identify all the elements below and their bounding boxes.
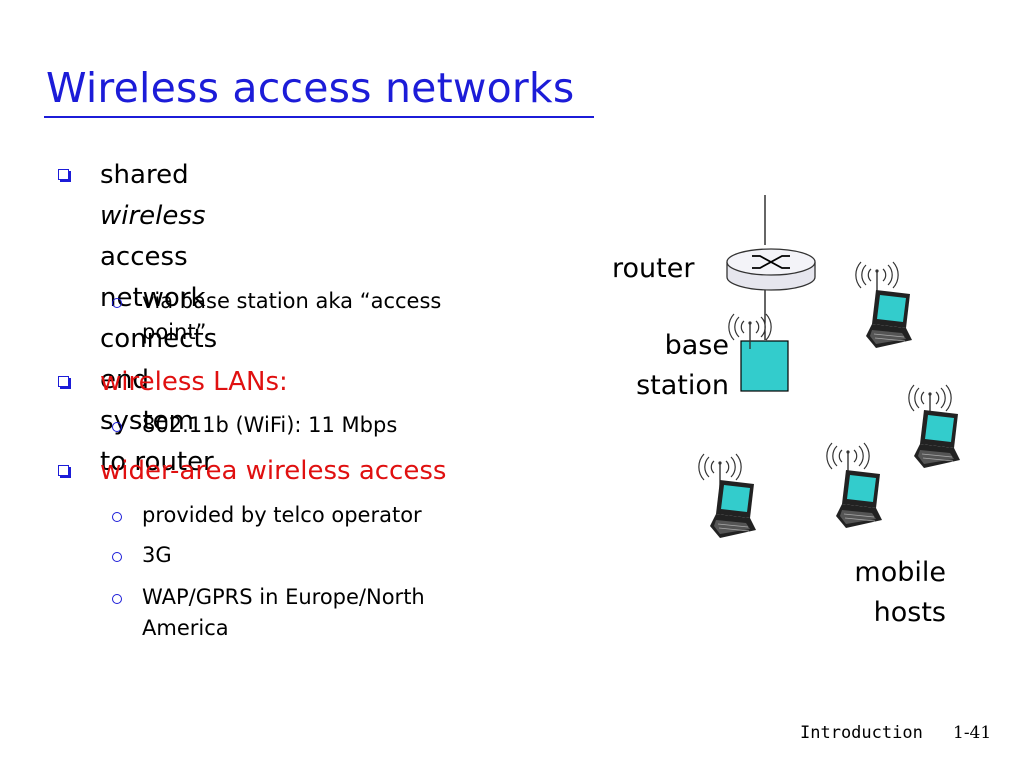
circle-bullet-icon <box>112 594 122 604</box>
footer-page-number: 1-41 <box>953 723 992 743</box>
square-bullet-icon <box>58 376 69 387</box>
wireless-signal-icon <box>698 453 742 490</box>
title-underline <box>44 116 594 118</box>
bullet-list: shared wireless access network connects … <box>58 160 447 640</box>
square-bullet-icon <box>58 169 69 180</box>
laptop-icon <box>913 409 961 469</box>
bullet-text: network connects end system <box>100 283 218 436</box>
circle-bullet-icon <box>112 422 122 432</box>
bullet-text: wider-area wireless access <box>100 456 447 486</box>
sub-bullet-text: 3G <box>142 543 172 567</box>
sub-bullet-text: America <box>142 616 229 640</box>
circle-bullet-icon <box>112 298 122 308</box>
square-bullet-icon <box>58 465 69 476</box>
wireless-signal-icon <box>908 384 952 421</box>
wireless-signal-icon <box>728 313 772 350</box>
bullet-text: to router <box>100 447 214 477</box>
circle-bullet-icon <box>112 512 122 522</box>
footer-section: Introduction <box>800 723 923 743</box>
sub-bullet-text: via base station aka “access <box>142 289 442 313</box>
base-station-icon <box>740 340 789 392</box>
laptop-icon <box>835 469 883 529</box>
mobile-hosts-label: mobile hosts <box>854 557 946 628</box>
wireless-signal-icon <box>855 261 899 298</box>
sub-bullet-text: 802.11b (WiFi): 11 Mbps <box>142 413 398 437</box>
router-icon <box>726 248 816 291</box>
laptop-icon <box>709 479 757 539</box>
circle-bullet-icon <box>112 552 122 562</box>
wireless-signal-icon <box>826 442 870 479</box>
router-label: router <box>612 253 695 284</box>
bullet-text: wireless LANs: <box>100 367 288 397</box>
bullet-emphasis: wireless <box>100 201 206 231</box>
sub-bullet-text: provided by telco operator <box>142 503 422 527</box>
slide-title: Wireless access networks <box>46 64 575 112</box>
laptop-icon <box>865 289 913 349</box>
bullet-text: access <box>100 242 188 272</box>
sub-bullet-text: point” <box>142 320 207 344</box>
bullet-text: shared <box>100 160 189 190</box>
sub-bullet-text: WAP/GPRS in Europe/North <box>142 585 425 609</box>
base-station-label: base station <box>636 330 729 401</box>
